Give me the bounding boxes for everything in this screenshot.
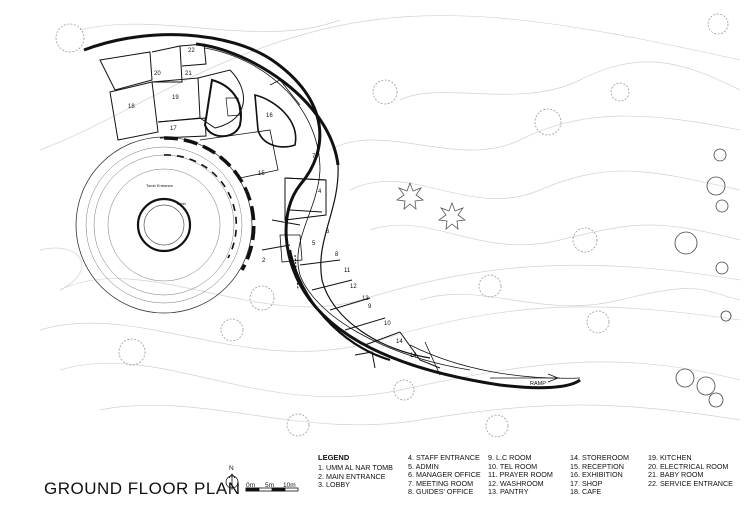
room-label: 11 bbox=[344, 268, 351, 274]
legend-item: 20. ELECTRICAL ROOM bbox=[648, 461, 729, 471]
tomb-label: Tomb bbox=[176, 201, 187, 206]
room-label: 14 bbox=[410, 353, 417, 359]
room-label: 15 bbox=[258, 171, 265, 177]
room-label: 4 bbox=[318, 189, 322, 195]
north-rooms bbox=[99, 43, 301, 179]
legend-item: 14. STOREROOM bbox=[570, 453, 629, 462]
scale-label-10: 10m bbox=[283, 482, 296, 489]
legend-column-5: 19. KITCHEN 20. ELECTRICAL ROOM 21. BABY… bbox=[648, 453, 733, 488]
room-label: 13 bbox=[362, 296, 369, 302]
scale-bar bbox=[245, 487, 299, 492]
room-label: 16 bbox=[266, 113, 273, 119]
room-label: 3 bbox=[288, 254, 292, 260]
plan-labels: 22 20 21 18 19 17 16 15 4 5 6 7 8 11 12 … bbox=[128, 48, 546, 387]
legend-item: 9. L.C ROOM bbox=[488, 453, 532, 462]
legend-item: 7. MEETING ROOM bbox=[408, 478, 474, 488]
legend-column-4: 14. STOREROOM 15. RECEPTION 16. EXHIBITI… bbox=[570, 453, 629, 497]
room-label: 18 bbox=[128, 104, 135, 110]
legend-item: 15. RECEPTION bbox=[570, 461, 624, 471]
legend-item: 5. ADMIN bbox=[408, 461, 439, 471]
legend-item: 22. SERVICE ENTRANCE bbox=[648, 478, 733, 488]
room-label: 17 bbox=[170, 126, 177, 132]
room-label: 12 bbox=[350, 284, 357, 290]
room-label: 20 bbox=[154, 71, 161, 77]
room-label: 5 bbox=[312, 241, 316, 247]
legend-column-2: 4. STAFF ENTRANCE 5. ADMIN 6. MANAGER OF… bbox=[408, 453, 481, 497]
legend-item: 13. PANTRY bbox=[488, 487, 529, 497]
legend-item: 6. MANAGER OFFICE bbox=[408, 470, 481, 480]
scale-label-5: 5m bbox=[265, 482, 275, 489]
room-label: 19 bbox=[172, 95, 179, 101]
room-label: 10 bbox=[384, 321, 391, 327]
legend-item: 8. GUIDES' OFFICE bbox=[408, 487, 474, 497]
legend-item: 12. WASHROOM bbox=[488, 478, 544, 488]
star-plants bbox=[395, 181, 467, 230]
legend-item: 11. PRAYER ROOM bbox=[488, 470, 553, 480]
legend-item: 18. CAFE bbox=[570, 487, 602, 497]
legend-item: 1. UMM AL NAR TOMB bbox=[318, 463, 393, 472]
drawing-title: GROUND FLOOR PLAN bbox=[44, 479, 241, 498]
building-walls bbox=[83, 33, 581, 390]
ramp bbox=[409, 341, 581, 383]
tomb-plaza bbox=[75, 136, 256, 314]
legend-item: 2. MAIN ENTRANCE bbox=[318, 471, 386, 481]
room-label: 7 bbox=[312, 154, 316, 160]
north-arrow-icon bbox=[225, 473, 239, 490]
legend-item: 4. STAFF ENTRANCE bbox=[408, 453, 480, 462]
scale-label-0: 0m bbox=[246, 482, 256, 489]
legend-heading: LEGEND bbox=[318, 453, 350, 462]
room-label: 14 bbox=[396, 339, 403, 345]
room-label: 8 bbox=[335, 252, 339, 258]
tomb-entrance-label: Tomb Entrance bbox=[146, 183, 174, 188]
room-label: 2 bbox=[262, 258, 266, 264]
trees bbox=[55, 13, 729, 438]
palm-trees bbox=[674, 148, 732, 408]
room-label: 9 bbox=[368, 304, 372, 310]
legend-column-3: 9. L.C ROOM 10. TEL ROOM 11. PRAYER ROOM… bbox=[488, 453, 553, 497]
legend-item: 21. BABY ROOM bbox=[648, 470, 704, 480]
legend-column-1: 1. UMM AL NAR TOMB 2. MAIN ENTRANCE 3. L… bbox=[318, 463, 393, 490]
ramp-label: RAMP bbox=[530, 381, 546, 387]
legend-item: 3. LOBBY bbox=[318, 480, 350, 490]
legend-item: 19. KITCHEN bbox=[648, 453, 692, 462]
legend-item: 10. TEL ROOM bbox=[488, 461, 538, 471]
terrain-contours bbox=[39, 15, 741, 426]
north-label: N bbox=[229, 465, 234, 472]
room-label: 6 bbox=[326, 229, 330, 235]
legend-item: 17. SHOP bbox=[570, 478, 603, 488]
legend-item: 16. EXHIBITION bbox=[570, 470, 623, 480]
room-label: 21 bbox=[185, 71, 192, 77]
room-label: 22 bbox=[188, 48, 195, 54]
